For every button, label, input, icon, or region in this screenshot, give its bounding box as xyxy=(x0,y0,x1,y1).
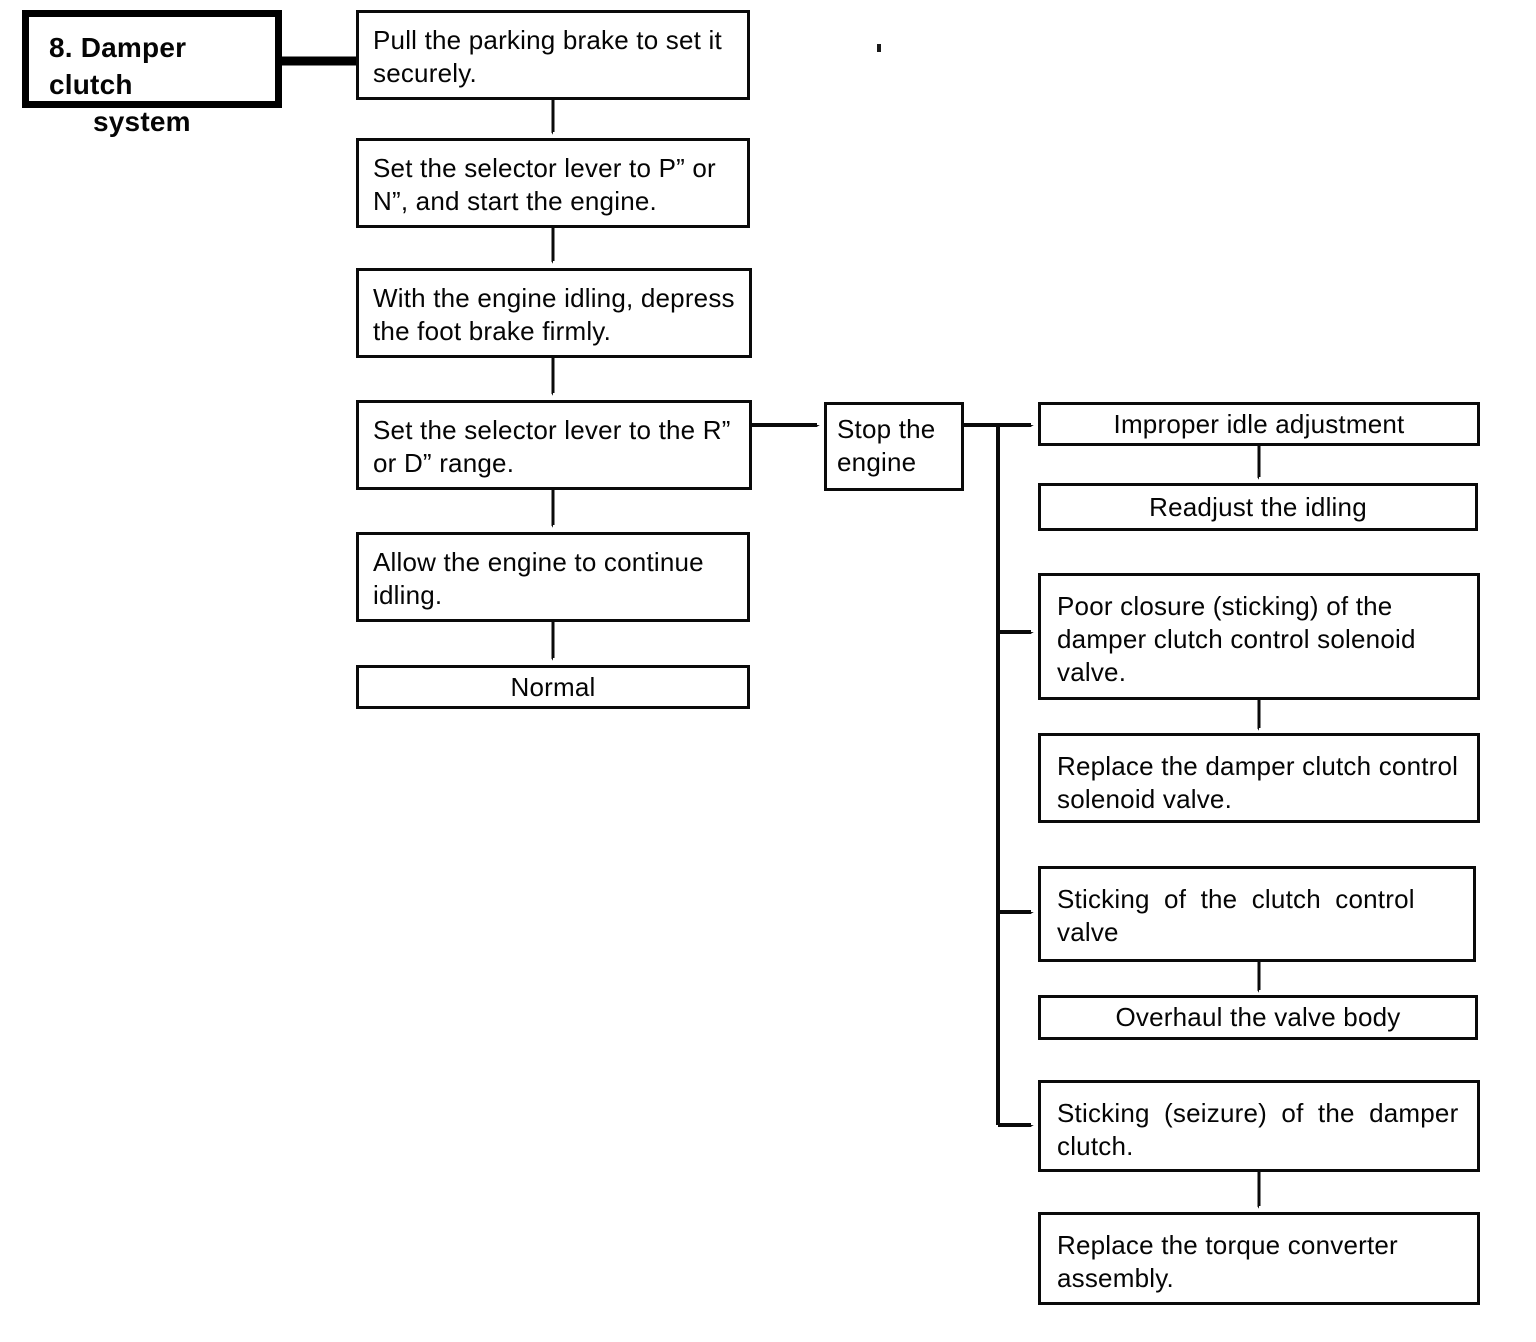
cause-box-sticking-damper-clutch: Sticking (seizure) of the damper clutch. xyxy=(1038,1080,1480,1172)
step-box-selector-p-n: Set the selector lever to P” or N”, and … xyxy=(356,138,750,228)
remedy-box-replace-torque-converter: Replace the torque converter assembly. xyxy=(1038,1212,1480,1305)
remedy-box-overhaul-valve-body: Overhaul the valve body xyxy=(1038,995,1478,1040)
remedy-box-replace-solenoid: Replace the damper clutch control soleno… xyxy=(1038,733,1480,823)
title-box: 8. Damper clutch system xyxy=(22,10,282,137)
result-box-normal: Normal xyxy=(356,665,750,709)
scan-speck xyxy=(877,44,881,52)
title-line2: system xyxy=(93,106,191,137)
title-line1: 8. Damper clutch xyxy=(49,32,187,100)
cause-box-poor-closure-solenoid: Poor closure (sticking) of the damper cl… xyxy=(1038,573,1480,700)
decision-box-stop-engine: Stop the engine xyxy=(824,402,964,491)
cause-box-improper-idle: Improper idle adjustment xyxy=(1038,402,1480,446)
step-box-depress-foot-brake: With the engine idling, depress the foot… xyxy=(356,268,752,358)
cause-box-sticking-control-valve: Sticking of the clutch control valve xyxy=(1038,866,1476,962)
step-box-continue-idling: Allow the engine to continue idling. xyxy=(356,532,750,622)
step-box-selector-r-d: Set the selector lever to the R” or D” r… xyxy=(356,400,752,490)
step-box-pull-parking-brake: Pull the parking brake to set it securel… xyxy=(356,10,750,100)
remedy-box-readjust-idling: Readjust the idling xyxy=(1038,483,1478,531)
